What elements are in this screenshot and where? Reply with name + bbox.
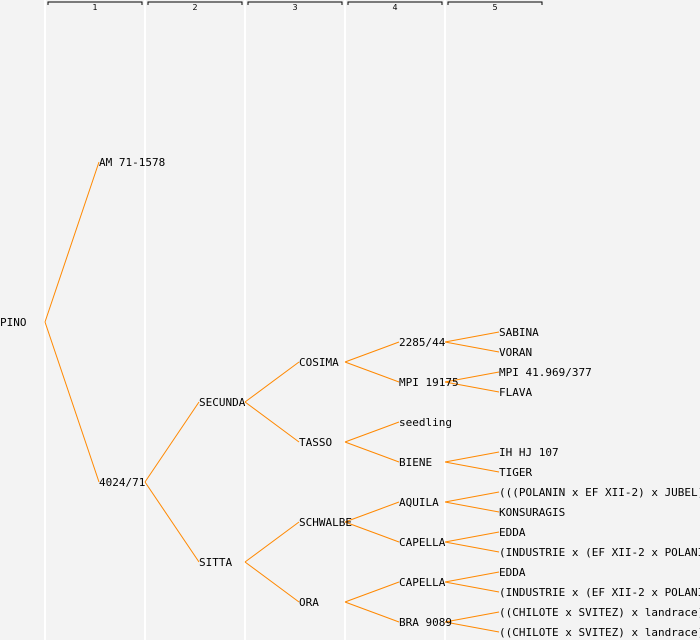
pedigree-edge: [244, 401, 300, 443]
pedigree-edge: [444, 501, 500, 513]
pedigree-node[interactable]: seedling: [399, 416, 452, 429]
pedigree-edge: [444, 531, 500, 543]
generation-bracket: [247, 1, 343, 5]
pedigree-edge: [444, 541, 500, 553]
pedigree-node[interactable]: 4024/71: [99, 476, 145, 489]
pedigree-edge: [444, 581, 500, 593]
pedigree-node[interactable]: 2285/44: [399, 336, 446, 349]
pedigree-node[interactable]: ORA: [299, 596, 319, 609]
pedigree-node[interactable]: SITTA: [199, 556, 232, 569]
generation-bracket: [447, 1, 543, 5]
generation-bracket: [147, 1, 243, 5]
pedigree-edge: [44, 321, 100, 483]
pedigree-node[interactable]: EDDA: [499, 526, 526, 539]
pedigree-node[interactable]: ((CHILOTE x SVITEZ) x landrace): [499, 626, 700, 639]
pedigree-node[interactable]: AQUILA: [399, 496, 439, 509]
pedigree-node[interactable]: CAPELLA: [399, 576, 446, 589]
pedigree-node[interactable]: TASSO: [299, 436, 332, 449]
pedigree-nodes: PINO AM 71-1578 4024/71 SECUNDA COSIMA 2285/4…: [0, 156, 700, 639]
pedigree-node[interactable]: COSIMA: [299, 356, 339, 369]
pedigree-edge: [344, 501, 400, 523]
pedigree-edge: [244, 561, 300, 603]
pedigree-edge: [444, 381, 500, 393]
pedigree-edge: [444, 451, 500, 463]
pedigree-edge: [44, 161, 100, 323]
generation-bracket: [347, 1, 443, 5]
pedigree-edge: [344, 521, 400, 543]
pedigree-edge: [144, 481, 200, 563]
pedigree-node[interactable]: SABINA: [499, 326, 539, 339]
pedigree-node[interactable]: MPI 19175: [399, 376, 459, 389]
pedigree-node[interactable]: SECUNDA: [199, 396, 246, 409]
pedigree-node[interactable]: CAPELLA: [399, 536, 446, 549]
pedigree-edge: [444, 331, 500, 343]
pedigree-node[interactable]: MPI 41.969/377: [499, 366, 592, 379]
pedigree-edge: [444, 461, 500, 473]
pedigree-node[interactable]: BIENE: [399, 456, 432, 469]
pedigree-edge: [444, 611, 500, 623]
generation-number: 3: [292, 3, 297, 12]
pedigree-edge: [344, 581, 400, 603]
pedigree-node[interactable]: KONSURAGIS: [499, 506, 565, 519]
pedigree-node[interactable]: SCHWALBE: [299, 516, 352, 529]
pedigree-edge: [344, 601, 400, 623]
pedigree-edge: [144, 401, 200, 483]
generation-bracket: [47, 1, 143, 5]
pedigree-edge: [444, 341, 500, 353]
pedigree-edge: [344, 441, 400, 463]
generation-columns: [44, 0, 446, 640]
generation-number: 1: [92, 3, 97, 12]
pedigree-edge: [244, 361, 300, 403]
pedigree-node[interactable]: (INDUSTRIE x (EF XII-2 x POLANIN)): [499, 586, 700, 599]
pedigree-edge: [344, 421, 400, 443]
pedigree-edges: [44, 161, 500, 633]
pedigree-node[interactable]: BRA 9089: [399, 616, 452, 629]
pedigree-node[interactable]: EDDA: [499, 566, 526, 579]
pedigree-node[interactable]: ((CHILOTE x SVITEZ) x landrace): [499, 606, 700, 619]
pedigree-node[interactable]: IH HJ 107: [499, 446, 559, 459]
pedigree-edge: [444, 571, 500, 583]
pedigree-edge: [444, 491, 500, 503]
generation-number: 4: [392, 3, 397, 12]
pedigree-edge: [244, 521, 300, 563]
pedigree-edge: [444, 621, 500, 633]
pedigree-edge: [344, 361, 400, 383]
pedigree-node[interactable]: TIGER: [499, 466, 532, 479]
generation-header: 1 2 3 4 5: [47, 1, 543, 12]
pedigree-node[interactable]: AM 71-1578: [99, 156, 165, 169]
generation-number: 5: [492, 3, 497, 12]
pedigree-node[interactable]: PINO: [0, 316, 27, 329]
pedigree-edge: [444, 371, 500, 383]
pedigree-node[interactable]: VORAN: [499, 346, 532, 359]
generation-number: 2: [192, 3, 197, 12]
pedigree-node[interactable]: FLAVA: [499, 386, 532, 399]
pedigree-node[interactable]: (((POLANIN x EF XII-2) x JUBEL) x: [499, 486, 700, 499]
pedigree-node[interactable]: (INDUSTRIE x (EF XII-2 x POLANIN)): [499, 546, 700, 559]
pedigree-edge: [344, 341, 400, 363]
